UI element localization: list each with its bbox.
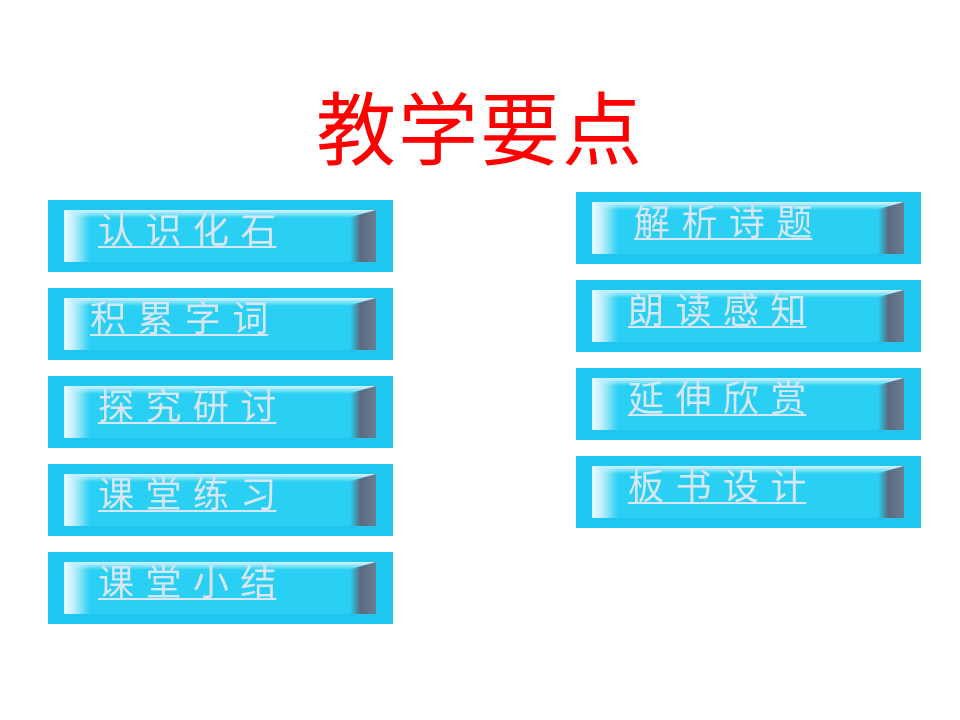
nav-button-blackboard-design[interactable]: 板 书 设 计 <box>576 456 921 528</box>
nav-link-label[interactable]: 板 书 设 计 <box>628 467 807 508</box>
button-face <box>592 290 904 342</box>
nav-link-label[interactable]: 积 累 字 词 <box>90 299 269 340</box>
button-face <box>592 378 904 430</box>
button-face <box>64 562 376 614</box>
button-face <box>64 210 376 262</box>
nav-link-label[interactable]: 解 析 诗 题 <box>634 203 813 244</box>
page-title: 教学要点 <box>316 85 644 178</box>
button-face <box>64 474 376 526</box>
button-face <box>592 466 904 518</box>
nav-button-appreciation[interactable]: 延 伸 欣 赏 <box>576 368 921 440</box>
button-face <box>64 386 376 438</box>
nav-button-reading[interactable]: 朗 读 感 知 <box>576 280 921 352</box>
nav-link-label[interactable]: 课 堂 练 习 <box>98 475 277 516</box>
nav-link-label[interactable]: 探 究 研 讨 <box>98 387 277 428</box>
nav-button-exercises[interactable]: 课 堂 练 习 <box>48 464 393 536</box>
nav-button-poem-title[interactable]: 解 析 诗 题 <box>576 192 921 264</box>
button-face <box>592 202 904 254</box>
nav-link-label[interactable]: 延 伸 欣 赏 <box>628 379 807 420</box>
nav-button-inquiry[interactable]: 探 究 研 讨 <box>48 376 393 448</box>
nav-button-vocabulary[interactable]: 积 累 字 词 <box>48 288 393 360</box>
nav-button-summary[interactable]: 课 堂 小 结 <box>48 552 393 624</box>
nav-link-label[interactable]: 课 堂 小 结 <box>98 563 277 604</box>
nav-link-label[interactable]: 认 识 化 石 <box>98 211 277 252</box>
nav-link-label[interactable]: 朗 读 感 知 <box>628 291 807 332</box>
button-face <box>64 298 376 350</box>
nav-button-recognize-fossils[interactable]: 认 识 化 石 <box>48 200 393 272</box>
